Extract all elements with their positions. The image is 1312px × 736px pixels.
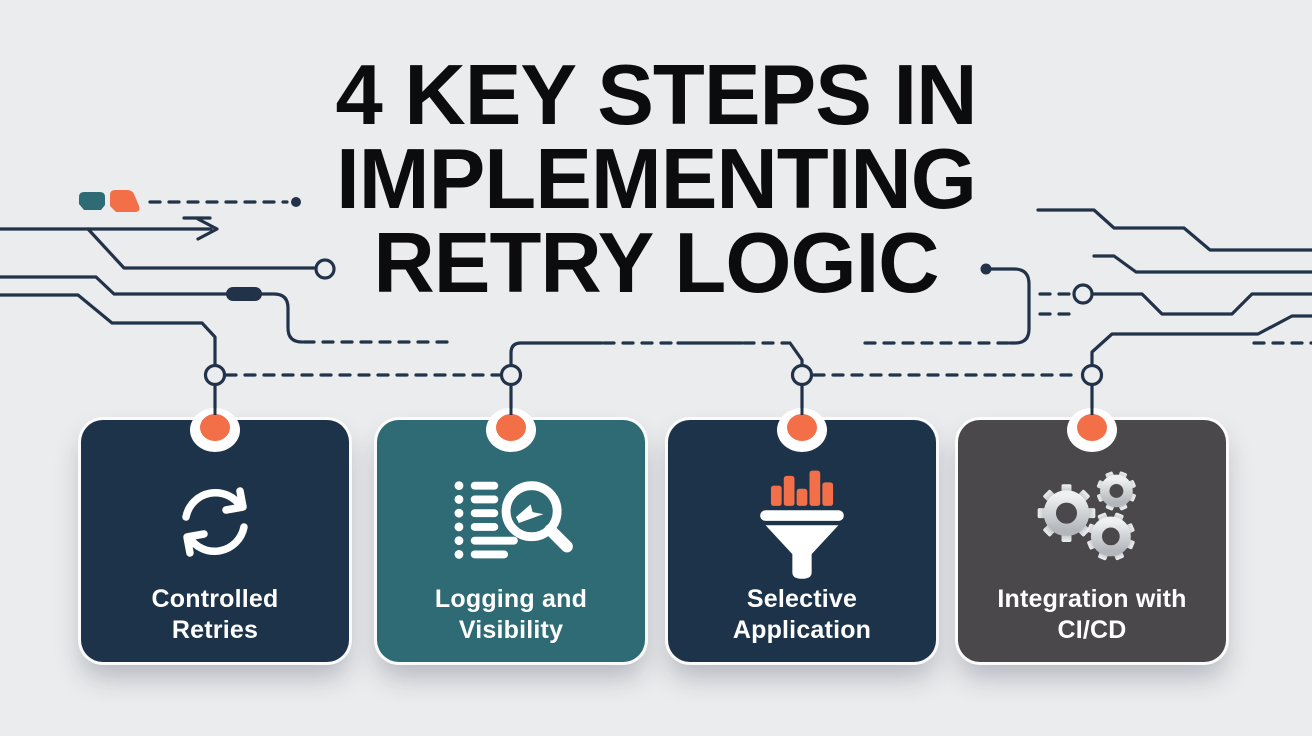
card-notch [1067, 408, 1117, 452]
node-circle [1072, 283, 1094, 305]
sync-arrows-icon [182, 487, 248, 557]
orange-pin-dot [787, 414, 817, 441]
orange-blob [110, 190, 140, 212]
page-title: 4 KEY STEPS IN IMPLEMENTING RETRY LOGIC [0, 48, 1312, 311]
step-card-controlled-retries: Controlled Retries [81, 408, 349, 662]
card-notch [486, 408, 536, 452]
gears-icon [1037, 471, 1136, 561]
step-card-integration-cicd: Integration with CI/CD [958, 408, 1226, 662]
log-search-icon [454, 481, 573, 559]
step-label: Integration with CI/CD [997, 585, 1187, 644]
title-line-1: 4 KEY STEPS IN [335, 48, 977, 143]
step-card-logging-visibility: Logging and Visibility [377, 408, 645, 662]
orange-pin-dot [1077, 414, 1107, 441]
step-label: Logging and Visibility [434, 585, 588, 644]
title-line-2: IMPLEMENTING [336, 132, 977, 227]
step-node-4 [1080, 363, 1104, 387]
title-line-3: RETRY LOGIC [373, 216, 939, 311]
node-circle [314, 258, 336, 280]
step-label: Selective Application [732, 585, 872, 644]
funnel-filter-icon [760, 470, 844, 579]
step-node-3 [790, 363, 814, 387]
step-label: Controlled Retries [151, 585, 279, 644]
step-node-2 [499, 363, 523, 387]
card-notch [777, 408, 827, 452]
orange-pin-dot [496, 414, 526, 441]
card-notch [190, 408, 240, 452]
step-card-selective-application: Selective Application [668, 408, 936, 662]
step-node-1 [203, 363, 227, 387]
teal-blob [79, 192, 105, 210]
steps-row: Controlled Retries [0, 408, 1312, 662]
orange-pin-dot [200, 414, 230, 441]
